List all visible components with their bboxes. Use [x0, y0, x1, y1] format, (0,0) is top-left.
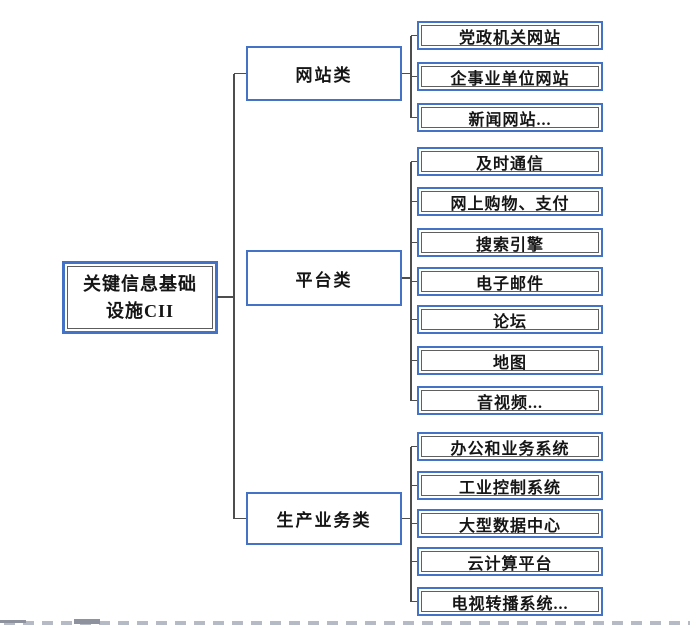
leaf-stub — [411, 445, 417, 448]
cutoff-caption-fragment — [0, 620, 26, 623]
node-branch-3: 生产业务类 — [246, 492, 402, 545]
trunk-line — [233, 73, 235, 519]
cutoff-caption-fragment — [4, 621, 690, 625]
node-leaf: 搜索引擎 — [417, 228, 603, 257]
leaf-stub — [411, 241, 417, 244]
root-label-line2: 设施CII — [105, 300, 174, 321]
node-leaf: 电视转播系统... — [417, 587, 603, 616]
node-leaf: 工业控制系统 — [417, 471, 603, 500]
node-leaf: 云计算平台 — [417, 547, 603, 576]
node-leaf: 办公和业务系统 — [417, 432, 603, 461]
cutoff-caption-fragment — [74, 619, 100, 624]
branch-stub — [234, 72, 246, 75]
leaf-stub — [411, 359, 417, 362]
node-leaf: 大型数据中心 — [417, 509, 603, 538]
leaf-stub — [411, 160, 417, 163]
branch-stub — [234, 517, 246, 520]
node-leaf: 网上购物、支付 — [417, 187, 603, 216]
node-leaf: 论坛 — [417, 305, 603, 334]
leaf-stub — [411, 318, 417, 321]
leaf-stub — [411, 75, 417, 78]
leaf-stub — [411, 560, 417, 563]
bracket-stub — [402, 517, 412, 520]
node-branch-2: 平台类 — [246, 250, 402, 306]
node-leaf: 电子邮件 — [417, 267, 603, 296]
leaf-stub — [411, 399, 417, 402]
leaf-stub — [411, 522, 417, 525]
node-leaf: 音视频... — [417, 386, 603, 415]
node-leaf: 党政机关网站 — [417, 21, 603, 50]
node-leaf: 地图 — [417, 346, 603, 375]
leaf-stub — [411, 280, 417, 283]
bracket-stub — [402, 72, 412, 75]
root-label-line1: 关键信息基础 — [83, 274, 197, 295]
root-connector — [217, 296, 235, 298]
leaf-stub — [411, 34, 417, 37]
node-root-cii: 关键信息基础 设施CII — [62, 261, 218, 334]
leaf-stub — [411, 200, 417, 203]
node-leaf: 及时通信 — [417, 147, 603, 176]
leaf-stub — [411, 116, 417, 119]
leaf-stub — [411, 484, 417, 487]
node-leaf: 企事业单位网站 — [417, 62, 603, 91]
leaf-stub — [411, 600, 417, 603]
bracket-stub — [402, 277, 412, 279]
node-branch-1: 网站类 — [246, 46, 402, 101]
node-leaf: 新闻网站... — [417, 103, 603, 132]
